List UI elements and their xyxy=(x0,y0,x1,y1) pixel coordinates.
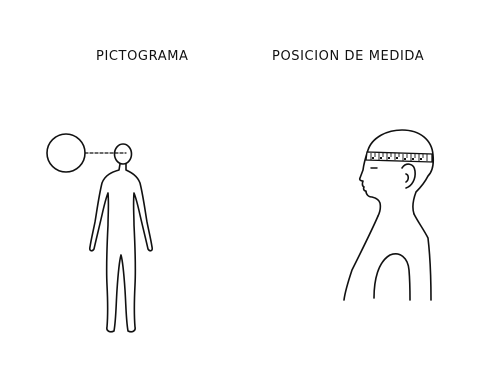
figure-head xyxy=(113,143,133,165)
ear xyxy=(401,163,416,189)
back-shoulder xyxy=(413,213,432,301)
pictogram-heading: PICTOGRAMA xyxy=(96,49,189,64)
measure-position-heading: POSICION DE MEDIDA xyxy=(272,49,425,64)
arm-line xyxy=(373,253,411,301)
figure-body xyxy=(89,163,153,333)
measuring-tape xyxy=(365,151,433,163)
neck-chest xyxy=(343,215,379,301)
head-profile xyxy=(358,129,435,217)
